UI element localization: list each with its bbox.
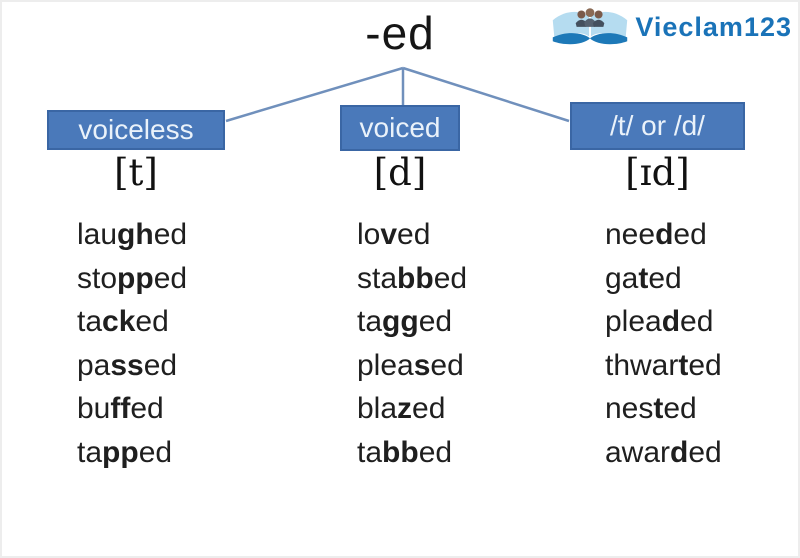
phonetic-d: [d] — [373, 151, 427, 194]
category-box-t-or-d: /t/ or /d/ — [570, 102, 745, 150]
page-title: -ed — [365, 7, 435, 59]
word-item: stopped — [77, 261, 188, 295]
word-item: laughed — [77, 218, 188, 251]
open-book-icon — [547, 4, 633, 51]
word-item: needed — [605, 218, 707, 251]
phonetic-t: [t] — [114, 151, 158, 194]
word-item: nested — [605, 392, 697, 425]
word-item: tagged — [357, 305, 453, 338]
word-item: stabbed — [357, 261, 468, 295]
word-item: pleased — [357, 348, 464, 382]
word-item: loved — [357, 218, 431, 251]
category-box-voiced: voiced — [340, 105, 460, 151]
word-list-t-or-d: needed gated pleaded thwarted nested awarded — [605, 213, 722, 474]
word-item: passed — [77, 348, 178, 382]
word-item: pleaded — [605, 305, 714, 338]
word-item: thwarted — [605, 348, 722, 382]
word-item: tapped — [77, 435, 173, 469]
phonetic-id: [ɪd] — [625, 151, 690, 194]
word-item: tacked — [77, 305, 169, 338]
word-item: tabbed — [357, 435, 453, 469]
category-box-voiceless: voiceless — [47, 110, 225, 150]
category-label: voiceless — [78, 114, 194, 145]
category-label: /t/ or /d/ — [610, 110, 705, 141]
vieclam123-logo: Vieclam123 — [547, 4, 792, 51]
category-label: voiced — [359, 112, 441, 143]
word-item: gated — [605, 261, 682, 295]
word-list-voiced: loved stabbed tagged pleased blazed tabbed — [357, 213, 467, 474]
word-list-voiceless: laughed stopped tacked passed buffed tapped — [77, 213, 187, 474]
logo-text: Vieclam123 — [635, 12, 792, 42]
word-item: blazed — [357, 392, 446, 425]
word-item: awarded — [605, 435, 722, 469]
word-item: buffed — [77, 392, 164, 425]
